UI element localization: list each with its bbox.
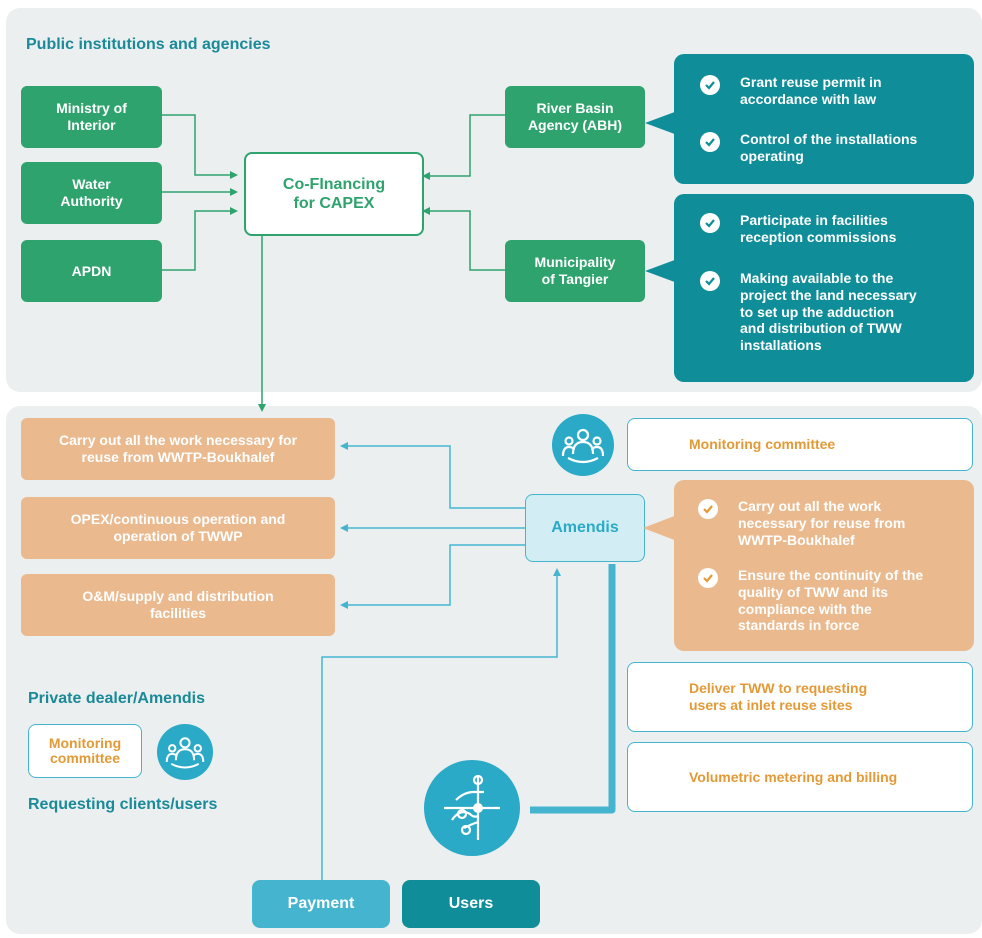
- check-icon: [700, 75, 720, 95]
- om-box: O&M/supply and distribution facilities: [21, 574, 335, 636]
- water-authority-box: Water Authority: [21, 162, 162, 224]
- check-icon: [700, 271, 720, 291]
- work-necessary-box: Carry out all the work necessary for reu…: [21, 418, 335, 480]
- metering-billing-label: Volumetric metering and billing: [689, 768, 898, 785]
- abh-callout-pointer: [645, 110, 680, 136]
- check-icon: [698, 568, 718, 588]
- monitoring-committee-box: Monitoring committee: [627, 418, 973, 471]
- apdn-box: APDN: [21, 240, 162, 302]
- private-dealer-title: Private dealer/Amendis: [28, 690, 205, 707]
- requesting-clients-title: Requesting clients/users: [28, 796, 218, 813]
- amendis-label: Amendis: [551, 519, 619, 536]
- water-authority-label: Water Authority: [60, 176, 123, 209]
- river-basin-agency-box: River Basin Agency (ABH): [505, 86, 645, 148]
- legend-monitoring-box: Monitoring committee: [28, 724, 142, 778]
- river-basin-agency-label: River Basin Agency (ABH): [527, 100, 623, 133]
- abh-task-1-text: Grant reuse permit in accordance with la…: [740, 74, 882, 107]
- check-icon: [700, 213, 720, 233]
- work-necessary-label: Carry out all the work necessary for reu…: [58, 431, 298, 466]
- check-icon: [698, 499, 718, 519]
- opex-box: OPEX/continuous operation and operation …: [21, 497, 335, 559]
- apdn-label: APDN: [71, 262, 112, 279]
- amendis-task-2: Ensure the continuity of the quality of …: [698, 567, 923, 634]
- abh-tasks-box: Grant reuse permit in accordance with la…: [674, 54, 974, 184]
- opex-label: OPEX/continuous operation and operation …: [70, 510, 286, 545]
- abh-task-2: Control of the installations operating: [700, 131, 917, 165]
- amendis-callout-pointer: [643, 515, 677, 541]
- people-icon: [157, 724, 213, 780]
- deliver-tww-label: Deliver TWW to requesting users at inlet…: [689, 680, 868, 713]
- municipality-of-tangier-label: Municipality of Tangier: [534, 254, 616, 287]
- tangier-task-2-text: Making available to the project the land…: [740, 270, 917, 354]
- amendis-task-1-text: Carry out all the work necessary for reu…: [738, 498, 906, 548]
- amendis-tasks-box: Carry out all the work necessary for reu…: [674, 480, 974, 651]
- municipality-of-tangier-box: Municipality of Tangier: [505, 240, 645, 302]
- abh-task-1: Grant reuse permit in accordance with la…: [700, 74, 882, 108]
- tangier-task-1: Participate in facilities reception comm…: [700, 212, 896, 246]
- network-icon: [424, 760, 520, 856]
- metering-billing-box: Volumetric metering and billing: [627, 742, 973, 812]
- amendis-task-2-text: Ensure the continuity of the quality of …: [738, 567, 924, 634]
- om-label: O&M/supply and distribution facilities: [82, 587, 274, 622]
- payment-label: Payment: [287, 895, 355, 912]
- payment-box: Payment: [252, 880, 390, 928]
- tangier-tasks-box: Participate in facilities reception comm…: [674, 194, 974, 382]
- people-icon: [552, 414, 614, 476]
- tangier-task-2: Making available to the project the land…: [700, 270, 917, 354]
- cofinancing-label: Co-FInancing for CAPEX: [282, 175, 386, 212]
- deliver-tww-box: Deliver TWW to requesting users at inlet…: [627, 662, 973, 732]
- amendis-task-1: Carry out all the work necessary for reu…: [698, 498, 905, 548]
- ministry-of-interior-label: Ministry of Interior: [56, 100, 127, 133]
- amendis-box: Amendis: [525, 494, 645, 562]
- users-box: Users: [402, 880, 540, 928]
- abh-task-2-text: Control of the installations operating: [740, 131, 918, 164]
- users-label: Users: [448, 895, 494, 912]
- monitoring-committee-label: Monitoring committee: [689, 436, 836, 453]
- ministry-of-interior-box: Ministry of Interior: [21, 86, 162, 148]
- legend-monitoring-label: Monitoring committee: [48, 734, 122, 766]
- tangier-task-1-text: Participate in facilities reception comm…: [740, 212, 897, 245]
- check-icon: [700, 132, 720, 152]
- tangier-callout-pointer: [645, 258, 680, 284]
- cofinancing-box: Co-FInancing for CAPEX: [244, 152, 424, 236]
- public-section-title: Public institutions and agencies: [26, 36, 271, 53]
